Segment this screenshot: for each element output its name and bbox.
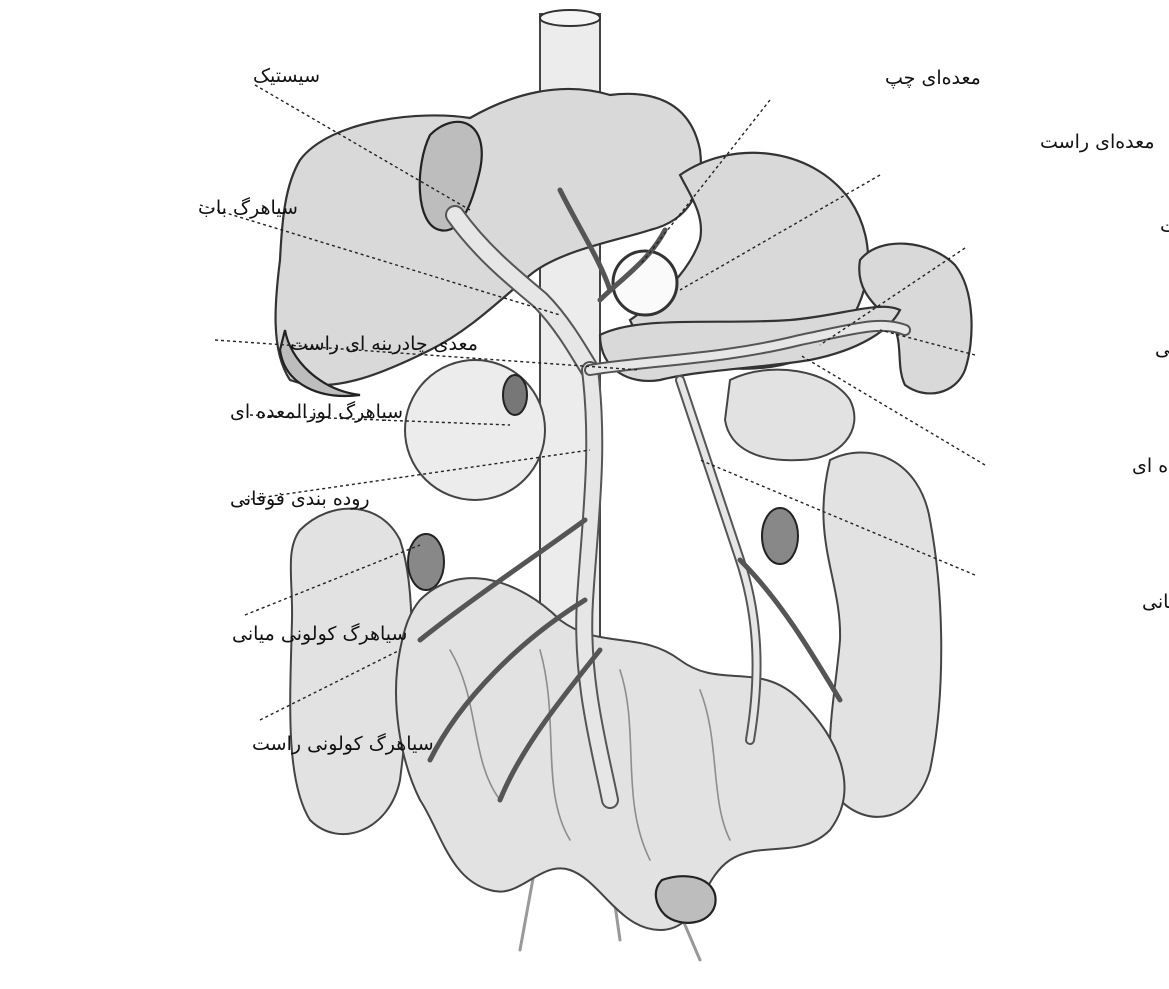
label-pancreatic-vein: سیاهرگ لوزالمعده ای (230, 401, 403, 423)
label-left-gastric: معده‌ای چپ (885, 67, 981, 89)
label-portal-vein: سیاهرگ باب (198, 197, 298, 219)
jejunum-upper-right (725, 370, 854, 461)
label-right-colic-vein: سیاهرگ کولونی راست (252, 733, 434, 755)
small-intestine (396, 578, 844, 930)
label-right-gastric: معده‌ای راست (1040, 131, 1155, 153)
label-superior-mesenteric: روده بندی فوقانی (230, 488, 370, 510)
label-cystic: سیستیک (253, 65, 320, 87)
label-splenic-vein: سیاهرگ طحالی (1155, 338, 1169, 360)
label-right-gastroepiploic-top: معده‌ای‌چادرینه‌ای راست (1160, 215, 1169, 237)
label-inferior-mesenteric: روده بندی تحتانی (1142, 591, 1169, 613)
label-right-gastroepiploic-left: معدی چادرینه ای راست (290, 333, 478, 355)
label-pancreatic: لوزالمعده ای (1132, 455, 1169, 477)
rectum (656, 876, 716, 923)
label-middle-colic-vein: سیاهرگ کولونی میانی (232, 623, 407, 645)
colon-loop-upper-left (405, 360, 545, 500)
